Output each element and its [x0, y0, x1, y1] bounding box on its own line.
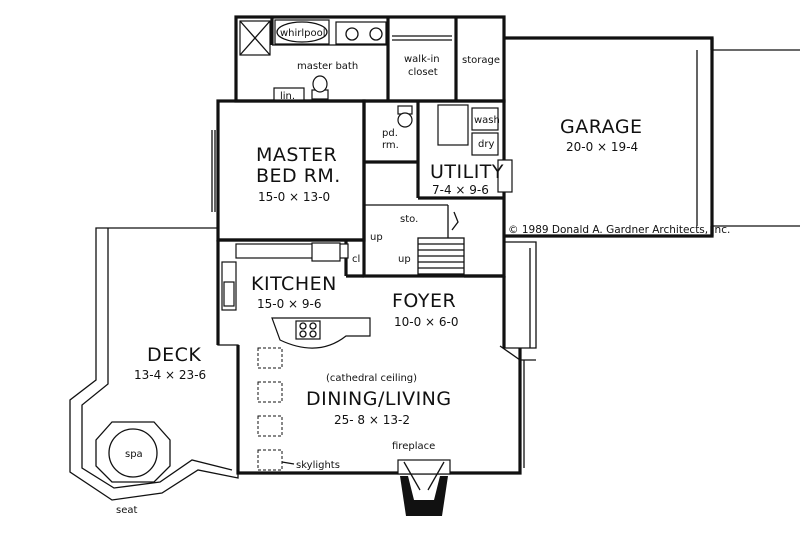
- spa: [95, 421, 171, 483]
- dining-living-dims: 25- 8 × 13-2: [334, 413, 410, 427]
- dining-living-name: DINING/LIVING: [306, 388, 452, 410]
- up-label-2: up: [398, 254, 411, 265]
- walk-in-closet-label-2: closet: [408, 67, 438, 78]
- garage-name: GARAGE: [560, 116, 643, 138]
- skylights-pointer: [281, 461, 295, 465]
- stairs: [417, 205, 465, 275]
- pd-rm-label-2: rm.: [382, 140, 399, 151]
- foyer-name: FOYER: [392, 290, 456, 312]
- kitchen-island: [271, 317, 371, 349]
- toilet-master-bath: [311, 75, 329, 100]
- wash-label: wash: [474, 115, 500, 126]
- shower: [239, 20, 271, 56]
- copyright-text: © 1989 Donald A. Gardner Architects, Inc…: [508, 224, 730, 236]
- deck: [69, 227, 239, 501]
- cathedral-ceiling-note: (cathedral ceiling): [326, 373, 417, 384]
- deck-dims: 13-4 × 23-6: [134, 368, 206, 382]
- bay-window: [499, 241, 537, 468]
- kitchen-name: KITCHEN: [251, 273, 337, 295]
- deck-name: DECK: [147, 344, 201, 366]
- utility-name: UTILITY: [430, 161, 504, 183]
- master-bed-dims: 15-0 × 13-0: [258, 190, 330, 204]
- kitchen-dims: 15-0 × 9-6: [257, 297, 322, 311]
- toilet-powder-room: [397, 105, 413, 128]
- window-master-bed: [211, 130, 216, 212]
- fireplace: [397, 459, 451, 516]
- master-bath-label: master bath: [297, 61, 358, 72]
- closet-label: cl: [352, 254, 360, 265]
- kitchen-counters: [221, 242, 349, 311]
- walk-in-closet-label-1: walk-in: [404, 54, 440, 65]
- bath-vanity: [335, 21, 387, 45]
- seat-label: seat: [116, 505, 137, 516]
- utility-counter: [437, 104, 469, 146]
- pd-rm-label-1: pd.: [382, 128, 398, 139]
- garage-door: [696, 49, 800, 227]
- spa-label: spa: [125, 449, 143, 460]
- storage-label: storage: [462, 55, 500, 66]
- sto-label: sto.: [400, 214, 418, 225]
- dry-label: dry: [478, 139, 494, 150]
- master-bed-name-1: MASTER: [256, 144, 337, 166]
- linen-label: lin.: [280, 91, 295, 102]
- up-label-1: up: [370, 232, 383, 243]
- whirlpool-tub: [274, 19, 330, 45]
- walk-in-closet-shelves: [392, 35, 452, 41]
- foyer-dims: 10-0 × 6-0: [394, 315, 459, 329]
- washer-dryer: [471, 107, 499, 156]
- garage-walls: [504, 36, 714, 238]
- skylights-group: [257, 347, 283, 471]
- side-window-utility: [497, 159, 513, 193]
- utility-dims: 7-4 × 9-6: [432, 183, 489, 197]
- garage-dims: 20-0 × 19-4: [566, 140, 638, 154]
- fireplace-label: fireplace: [392, 441, 435, 452]
- whirlpool-label: whirlpool: [280, 28, 326, 39]
- master-bed-name-2: BED RM.: [256, 165, 341, 187]
- skylights-label: skylights: [296, 460, 340, 471]
